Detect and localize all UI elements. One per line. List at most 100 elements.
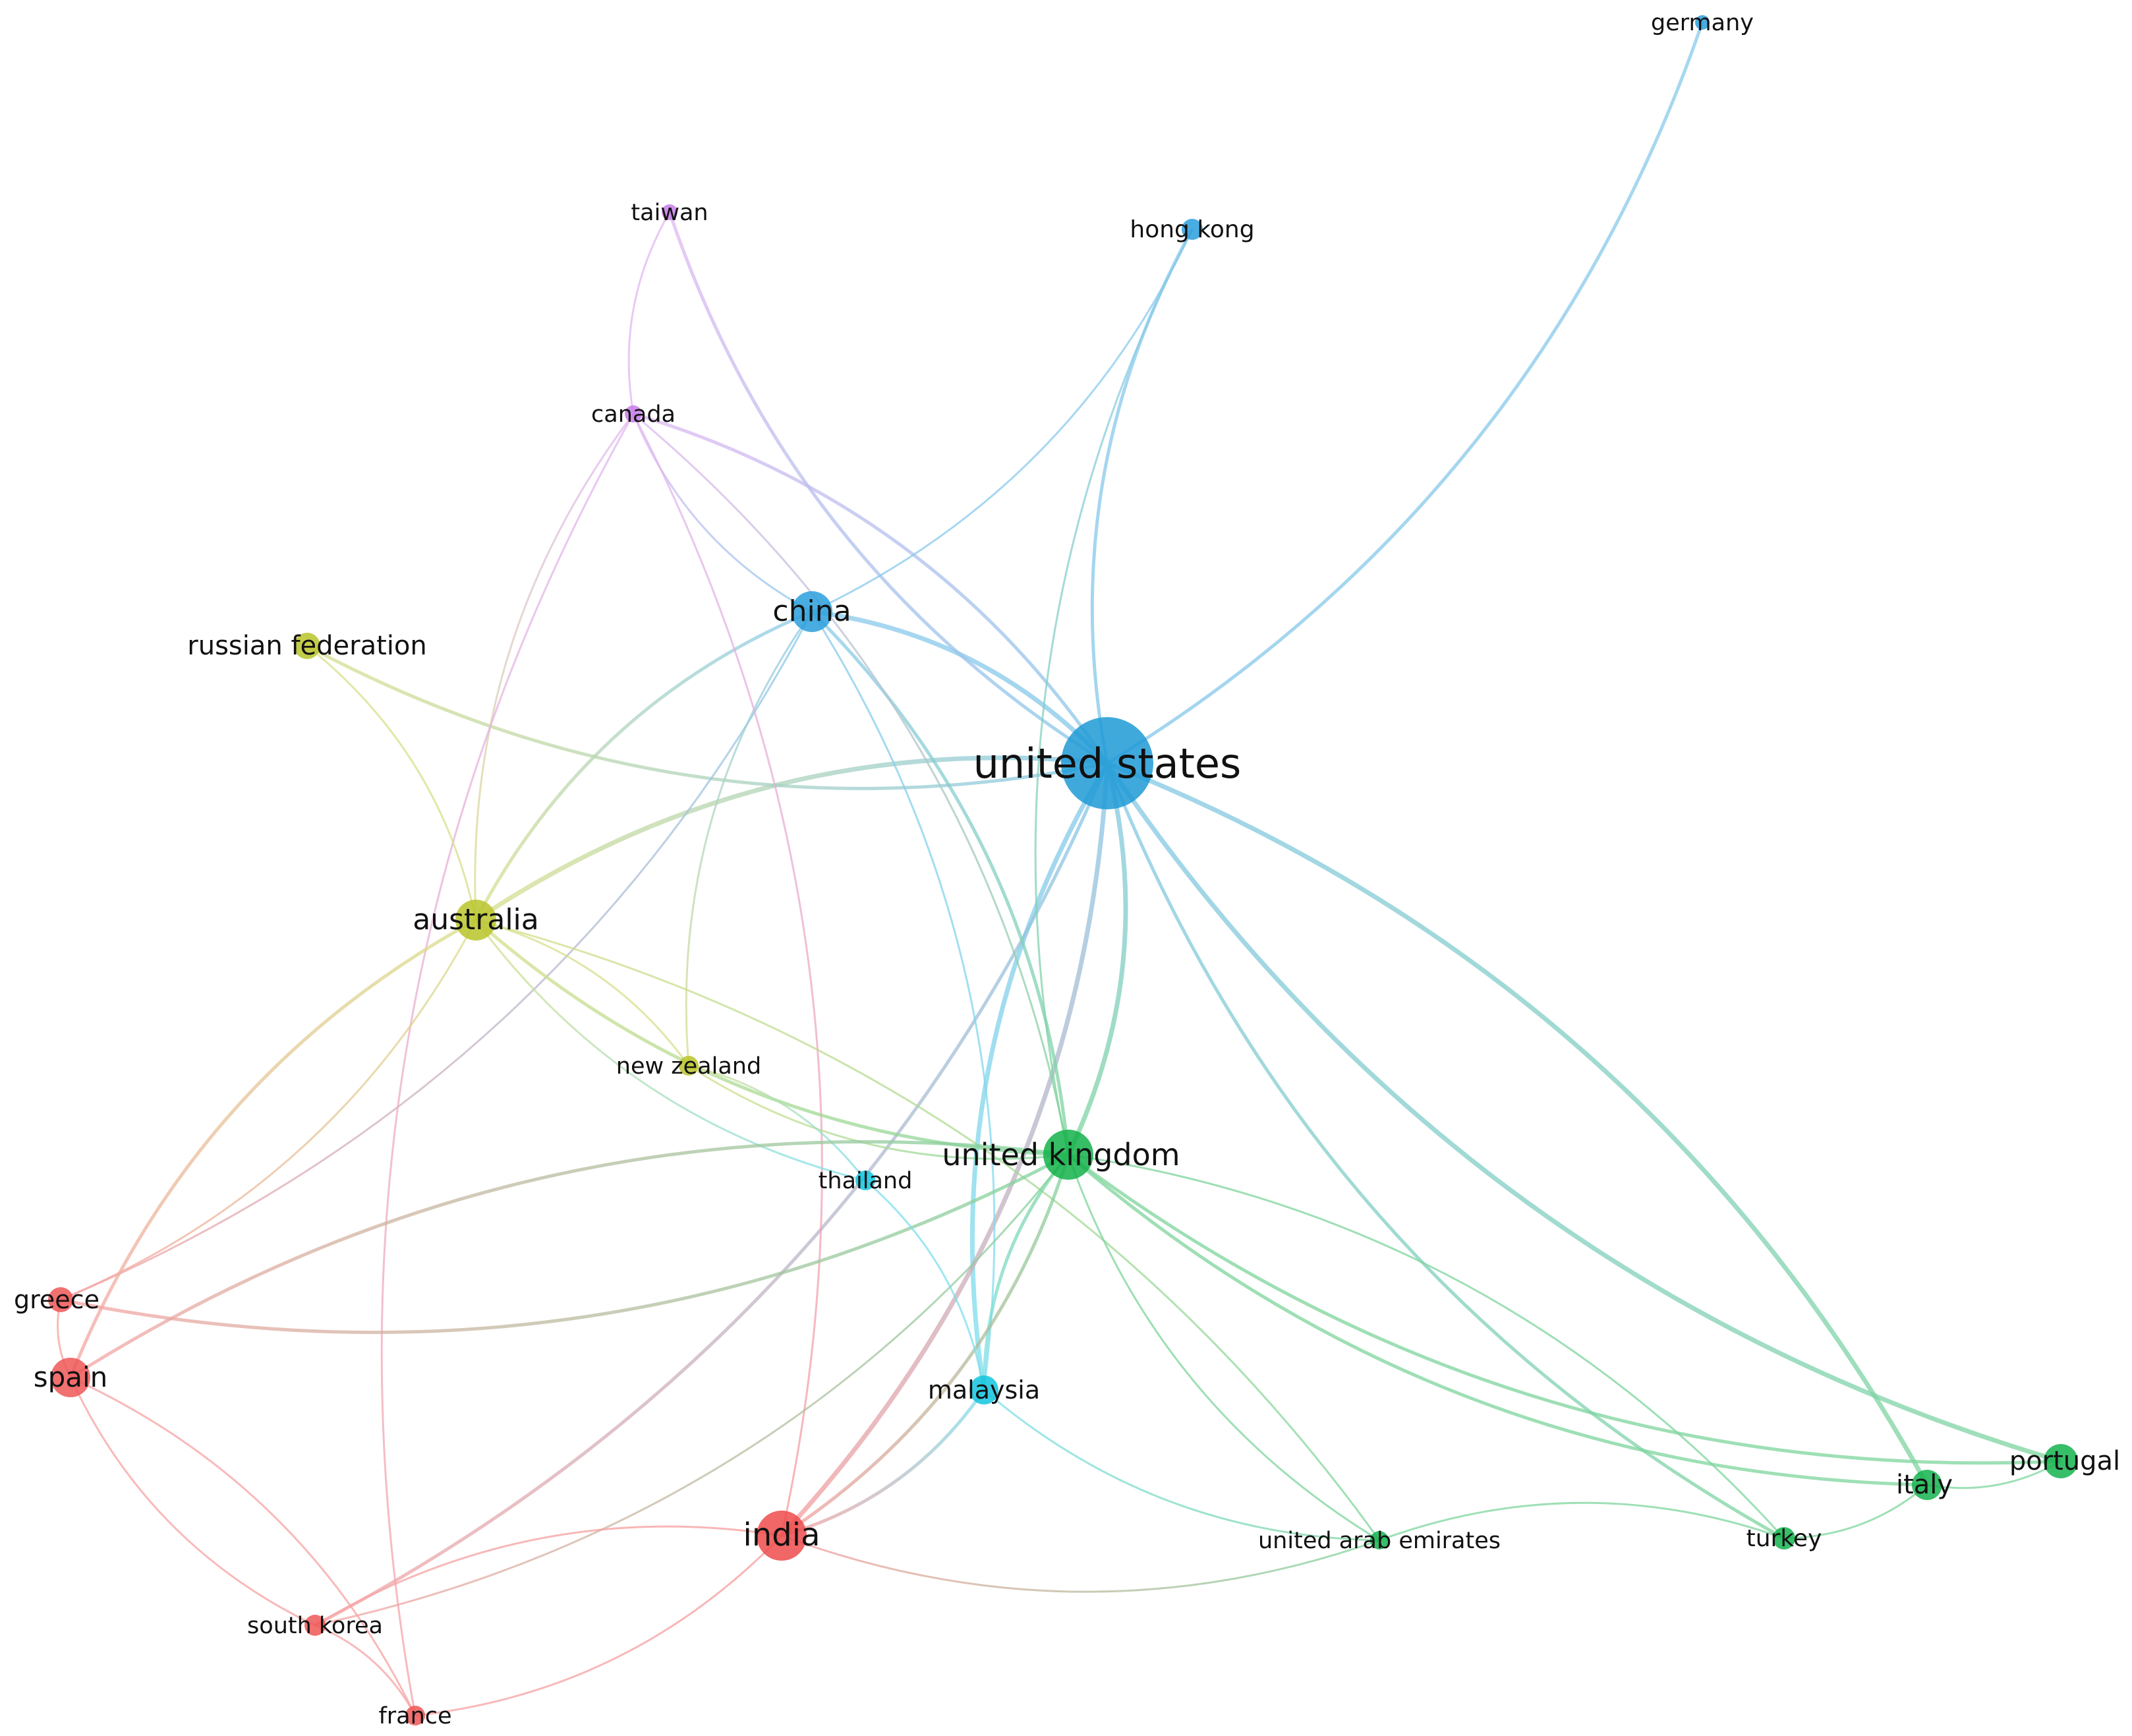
label-layer: united states united kingdom india china…: [14, 10, 2120, 1729]
edge-china-greece: [60, 611, 813, 1301]
node-label-india: india: [743, 1517, 821, 1553]
edge-china-hong-kong: [811, 229, 1194, 613]
edge-australia-united-arab-emirates: [475, 919, 1381, 1541]
node-label-italy: italy: [1896, 1470, 1953, 1500]
node-south-korea[interactable]: [304, 1615, 326, 1636]
edge-italy-turkey: [1783, 1484, 1928, 1540]
edge-united-kingdom-portugal: [1067, 1153, 2061, 1465]
node-label-turkey: turkey: [1746, 1525, 1822, 1552]
edge-malaysia-united-arab-emirates: [983, 1389, 1380, 1542]
edge-australia-greece: [60, 919, 477, 1301]
edge-malaysia-india: [781, 1389, 986, 1538]
node-russian-federation[interactable]: [294, 633, 320, 659]
node-united-kingdom[interactable]: [1043, 1130, 1093, 1180]
node-germany[interactable]: [1695, 15, 1710, 30]
node-label-china: china: [772, 594, 851, 628]
node-france[interactable]: [405, 1706, 425, 1725]
node-label-malaysia: malaysia: [928, 1375, 1040, 1404]
edge-united-kingdom-turkey: [1068, 1153, 1785, 1540]
edge-united-states-united-kingdom: [1066, 763, 1128, 1156]
node-label-hong-kong: hong kong: [1130, 216, 1254, 243]
edge-new-zealand-united-kingdom: [688, 1064, 1069, 1160]
node-label-australia: australia: [413, 903, 539, 937]
edge-layer: [57, 22, 2061, 1717]
edge-spain-france: [70, 1376, 417, 1716]
node-label-south-korea: south korea: [247, 1613, 383, 1639]
edge-canada-india: [632, 413, 823, 1536]
node-label-portugal: portugal: [2009, 1446, 2120, 1476]
edge-united-states-turkey: [1105, 763, 1785, 1540]
edge-united-states-china: [811, 609, 1109, 765]
edge-united-kingdom-malaysia: [982, 1153, 1070, 1391]
edge-italy-portugal: [1926, 1460, 2061, 1490]
edge-australia-new-zealand: [475, 919, 690, 1066]
edge-canada-china: [632, 413, 813, 613]
node-thailand[interactable]: [855, 1171, 875, 1190]
edge-canada-taiwan: [627, 212, 671, 415]
edge-spain-south-korea: [69, 1377, 316, 1627]
edge-canada-united-kingdom: [633, 413, 1070, 1155]
node-label-new-zealand: new zealand: [616, 1053, 761, 1080]
node-italy[interactable]: [1912, 1470, 1942, 1500]
edge-united-states-hong-kong: [1090, 228, 1194, 764]
node-portugal[interactable]: [2044, 1444, 2078, 1478]
edge-united-states-germany: [1106, 22, 1704, 765]
node-layer: [48, 15, 2078, 1725]
edge-united-states-italy: [1106, 761, 1930, 1486]
edge-united-states-russian-federation: [306, 644, 1108, 790]
edge-china-australia: [474, 610, 813, 921]
edge-united-states-south-korea: [314, 763, 1109, 1627]
edge-thailand-malaysia: [865, 1179, 985, 1391]
node-greece[interactable]: [48, 1287, 73, 1312]
edge-united-kingdom-italy: [1067, 1153, 1928, 1487]
edge-united-kingdom-spain: [69, 1140, 1069, 1379]
edge-turkey-united-arab-emirates: [1379, 1501, 1785, 1542]
node-china[interactable]: [792, 591, 832, 632]
node-hong-kong[interactable]: [1182, 219, 1203, 240]
node-label-greece: greece: [14, 1285, 100, 1314]
edge-australia-united-kingdom: [475, 919, 1069, 1157]
node-label-france: france: [378, 1703, 451, 1729]
node-united-arab-emirates[interactable]: [1370, 1531, 1389, 1549]
edge-china-malaysia: [811, 611, 996, 1391]
edge-china-new-zealand: [685, 611, 813, 1066]
node-canada[interactable]: [625, 405, 642, 422]
edge-united-states-portugal: [1105, 762, 2061, 1464]
node-united-states[interactable]: [1061, 717, 1153, 809]
edge-india-france: [415, 1534, 783, 1717]
edge-new-zealand-thailand: [688, 1064, 867, 1181]
edge-united-states-taiwan: [668, 212, 1109, 765]
edge-china-united-kingdom: [811, 610, 1070, 1155]
node-label-united-arab-emirates: united arab emirates: [1258, 1528, 1501, 1554]
node-label-canada: canada: [591, 401, 676, 428]
edge-united-states-canada: [633, 412, 1109, 765]
node-label-germany: germany: [1651, 10, 1754, 36]
node-spain[interactable]: [51, 1358, 90, 1397]
node-label-united-states: united states: [973, 739, 1242, 788]
node-india[interactable]: [757, 1511, 807, 1561]
node-australia[interactable]: [455, 900, 496, 940]
edge-united-kingdom-india: [780, 1154, 1070, 1538]
edge-russian-federation-australia: [306, 645, 477, 921]
node-malaysia[interactable]: [969, 1375, 998, 1404]
edge-united-states-india: [780, 763, 1110, 1538]
node-label-russian-federation: russian federation: [187, 631, 426, 661]
edge-united-kingdom-united-arab-emirates: [1067, 1154, 1380, 1542]
node-new-zealand[interactable]: [679, 1056, 699, 1076]
edge-united-kingdom-south-korea: [314, 1154, 1070, 1627]
edge-canada-australia: [474, 413, 635, 921]
edge-australia-spain: [69, 918, 477, 1378]
edge-united-kingdom-greece: [60, 1153, 1070, 1335]
edge-australia-thailand: [475, 919, 866, 1182]
edge-india-united-arab-emirates: [781, 1534, 1380, 1593]
edge-united-states-malaysia: [969, 762, 1110, 1391]
node-label-united-kingdom: united kingdom: [942, 1137, 1180, 1172]
node-label-thailand: thailand: [819, 1168, 913, 1194]
edge-canada-france: [380, 413, 635, 1716]
edge-hong-kong-united-kingdom: [1034, 229, 1194, 1155]
node-taiwan[interactable]: [662, 204, 677, 220]
edge-south-korea-france: [314, 1624, 417, 1716]
node-turkey[interactable]: [1773, 1527, 1795, 1549]
node-label-taiwan: taiwan: [631, 200, 708, 226]
